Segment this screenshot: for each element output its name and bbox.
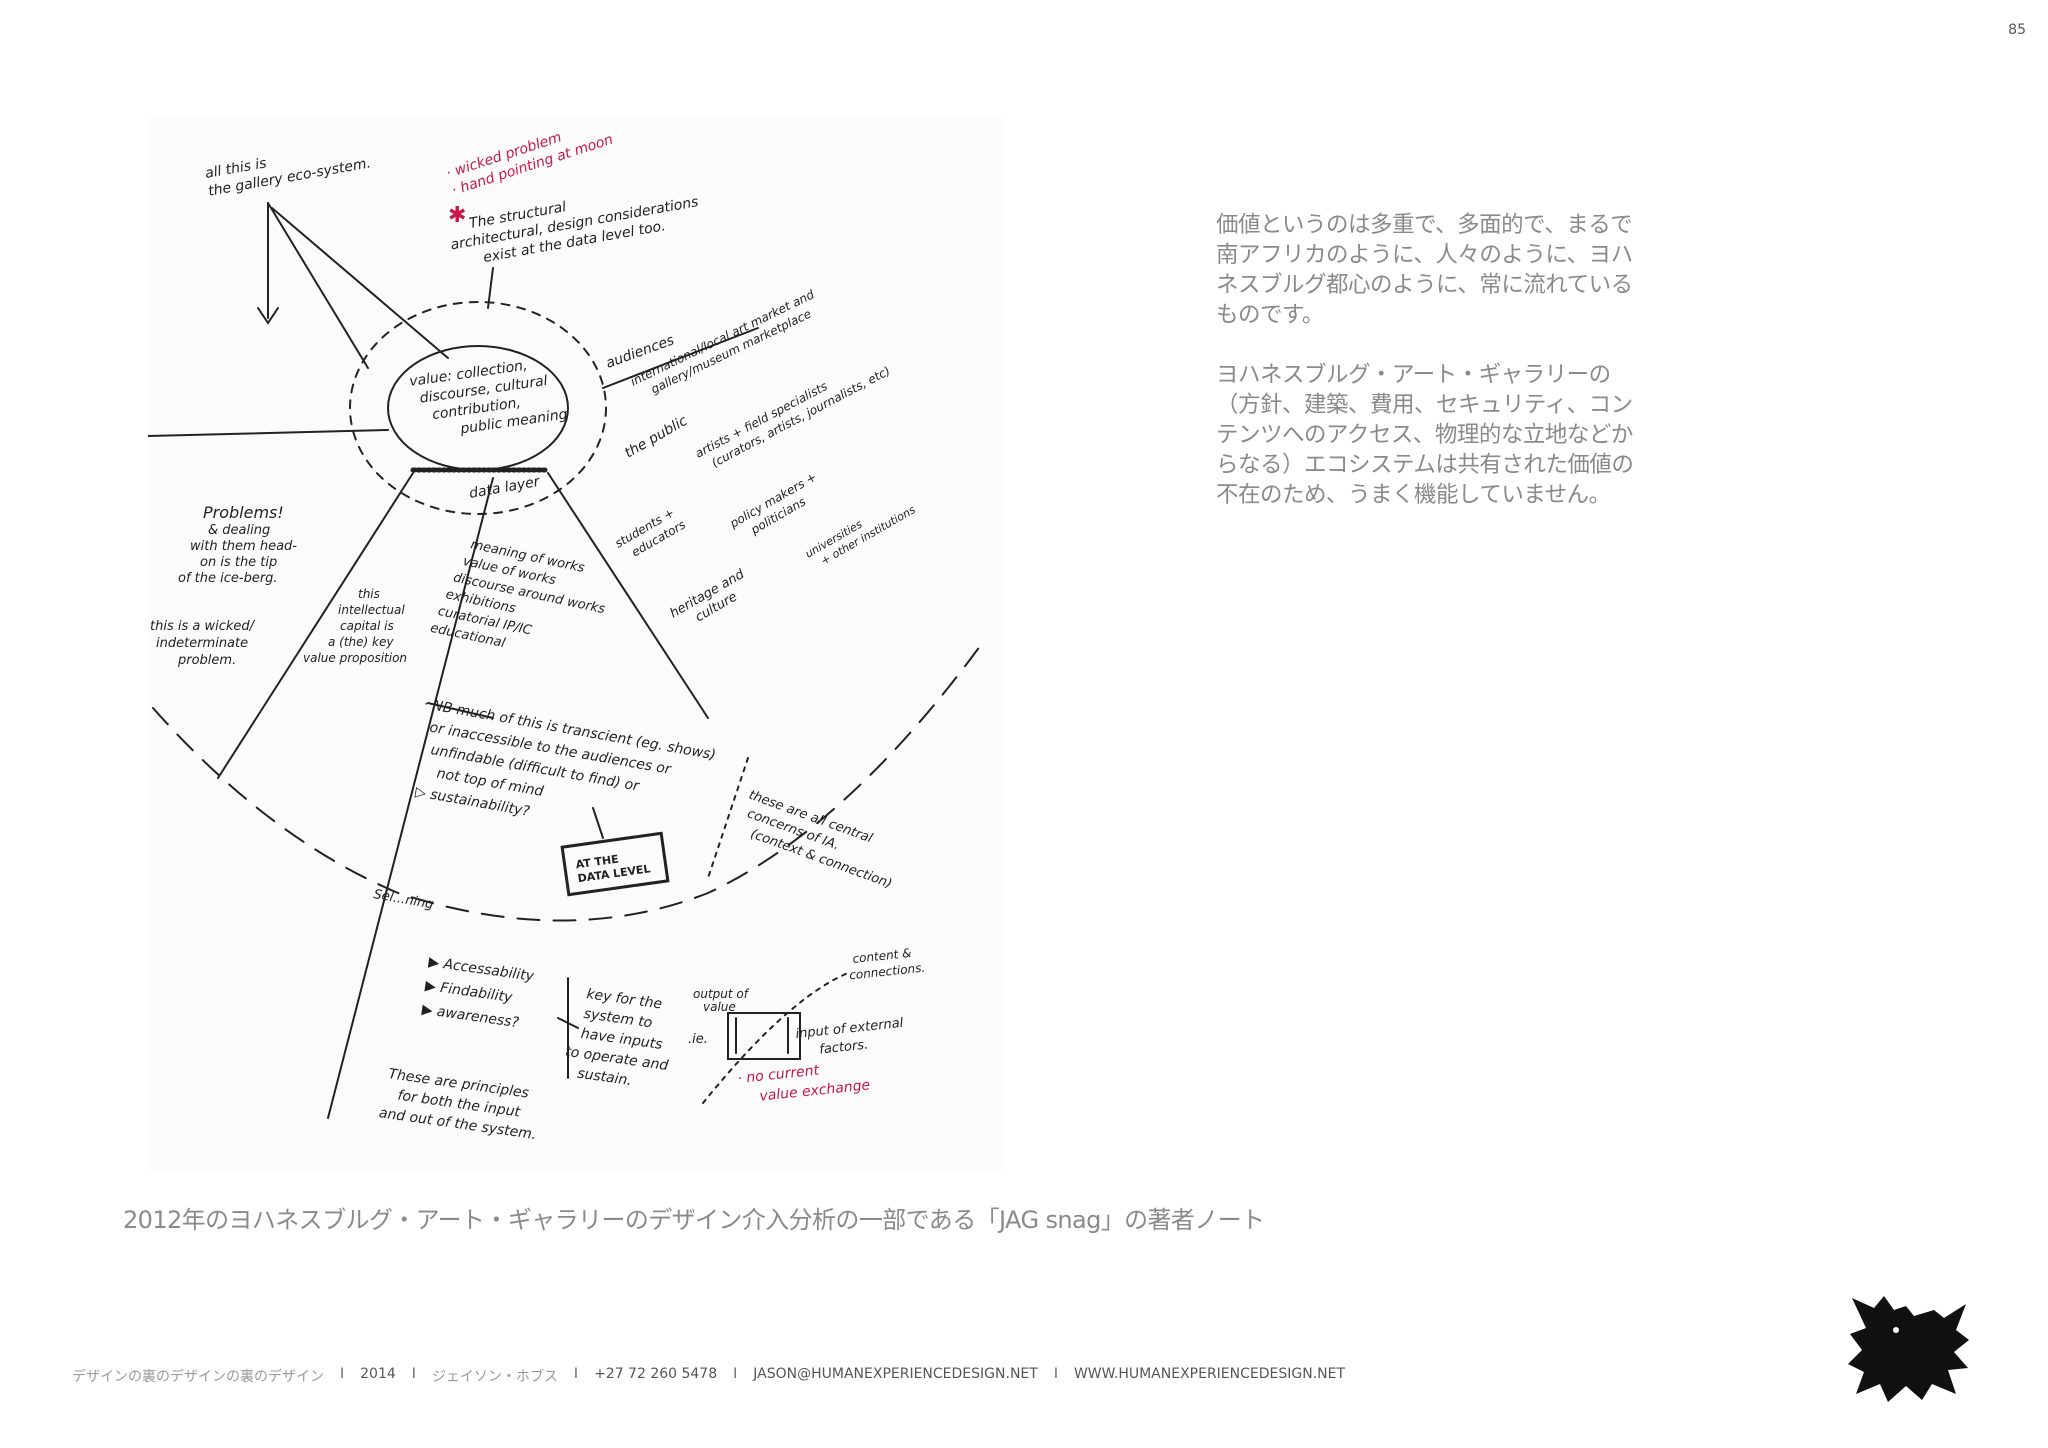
no-value-exchange-note: · no current value exchange [737, 1057, 871, 1107]
paragraph-2: ヨハネスブルグ・アート・ギャラリーの（方針、建築、費用、セキュリティ、コンテンツ… [1216, 362, 1634, 508]
content-connections-note: content & connections. [847, 945, 926, 983]
footer-separator: I [573, 1366, 579, 1382]
key-note: key for the system to have inputs to ope… [561, 984, 682, 1094]
output-value-note: output of value [693, 987, 752, 1014]
handwritten-sketch-figure: ✱ all this is the gallery eco-system. · … [148, 118, 1004, 1170]
page-number: 85 [2008, 22, 2026, 38]
input-external-note: input of external factors. [795, 1015, 910, 1060]
footer-separator: I [411, 1366, 416, 1382]
sketch-drawing: ✱ all this is the gallery eco-system. · … [148, 118, 987, 1144]
intellectual-capital-note: this intellectual capital is a (the) key… [303, 587, 409, 665]
footer-email[interactable]: JASON@HUMANEXPERIENCEDESIGN.NET [753, 1366, 1038, 1382]
data-layer-label: data layer [468, 474, 542, 502]
body-text: 価値というのは多重で、多面的で、まるで南アフリカのように、人々のように、ヨハネス… [1216, 210, 1646, 540]
footer-separator: I [1053, 1366, 1058, 1382]
footer: デザインの裏のデザインの裏のデザイン I 2014 I ジェイソン・ホブス I … [72, 1366, 1345, 1386]
ie-note: .ie. [688, 1032, 708, 1047]
nb-note: · NB much of this is transcient (eg. sho… [407, 696, 721, 851]
structural-note: The structural architectural, design con… [446, 176, 707, 272]
footer-separator: I [340, 1366, 345, 1382]
artists-note: artists + field specialists (curators, a… [693, 350, 893, 475]
data-items-list: meaning of works value of works discours… [429, 533, 618, 671]
universities-note: universities + other institutions [803, 491, 918, 573]
principles-both-note: These are principles for both the input … [378, 1066, 543, 1144]
footer-title: デザインの裏のデザインの裏のデザイン [72, 1369, 324, 1385]
data-level-box: AT THE DATA LEVEL [575, 848, 651, 885]
central-concerns-note: these are all central concerns of IA. (c… [734, 788, 906, 892]
public-note: the public [622, 413, 690, 462]
footer-phone: +27 72 260 5478 [594, 1366, 718, 1382]
policy-note: policy makers + politicians [727, 468, 831, 545]
footer-separator: I [733, 1366, 738, 1382]
svg-text:✱: ✱ [448, 203, 466, 228]
creature-logo-icon [1848, 1296, 1969, 1402]
footer-year: 2014 [360, 1366, 396, 1382]
wicked-indeterminate-note: this is a wicked/ indeterminate problem. [150, 619, 258, 668]
students-note: students + educators [613, 504, 688, 565]
footer-website[interactable]: WWW.HUMANEXPERIENCEDESIGN.NET [1073, 1366, 1346, 1382]
figure-caption: 2012年のヨハネスブルグ・アート・ギャラリーのデザイン介入分析の一部である「J… [123, 1206, 1265, 1234]
wicked-problem-note: · wicked problem · hand pointing at moon [444, 118, 615, 199]
footer-author: ジェイソン・ホブス [431, 1369, 558, 1385]
problems-note: Problems! & dealing with them head- on i… [178, 503, 301, 586]
paragraph-1: 価値というのは多重で、多面的で、まるで南アフリカのように、人々のように、ヨハネス… [1216, 212, 1633, 328]
ecosystem-note: all this is the gallery eco-system. [204, 138, 372, 200]
principles-list: ▶ Accessability ▶ Findability ▶ awarenes… [421, 954, 540, 1033]
heritage-note: heritage and culture [668, 565, 759, 635]
dashed-outer-circle [349, 301, 607, 515]
